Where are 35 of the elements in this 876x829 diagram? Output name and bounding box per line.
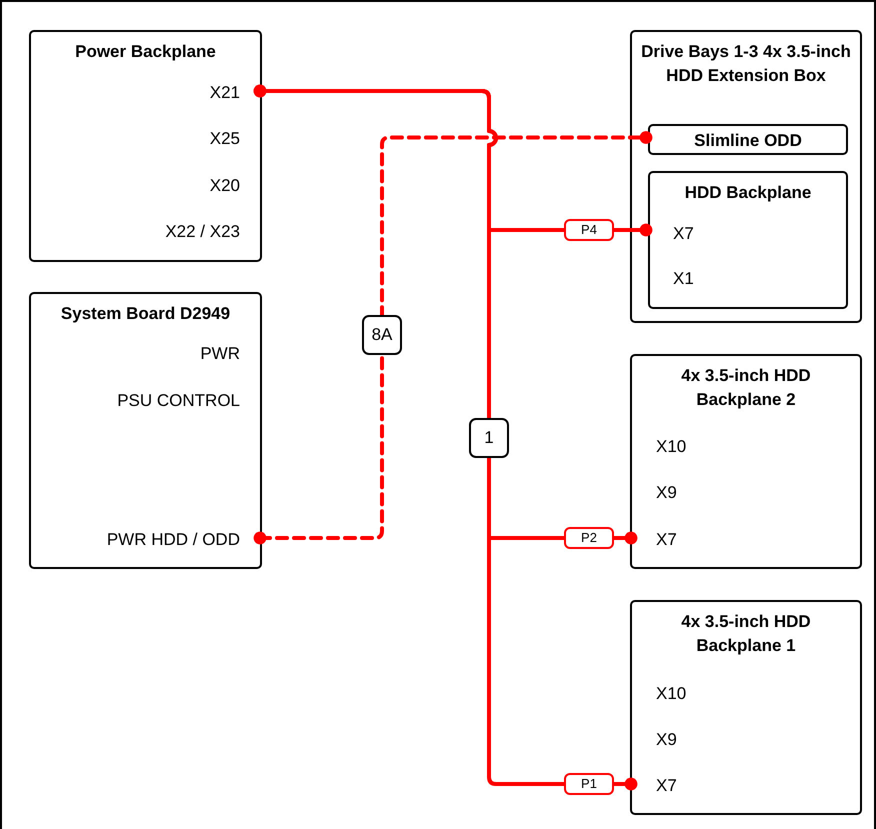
- cable-line: [254, 84, 638, 790]
- component-box: [630, 600, 862, 815]
- port-label: X7: [672, 223, 695, 245]
- port-label: X10: [655, 683, 688, 705]
- component-box: [630, 354, 862, 569]
- port-label: X10: [655, 436, 688, 458]
- port-label: X21: [208, 82, 241, 104]
- component-box: [648, 124, 848, 155]
- component-box: [29, 292, 262, 569]
- component-box: [630, 30, 862, 323]
- box-heading: System Board D2949: [60, 303, 232, 325]
- box-heading: 4x 3.5-inch HDD Backplane 2: [680, 365, 812, 411]
- port-label: PWR: [199, 343, 241, 365]
- port-label: X9: [655, 729, 678, 751]
- box-heading: Slimline ODD: [693, 130, 803, 152]
- port-label: X22 / X23: [164, 221, 241, 243]
- port-label: X7: [655, 529, 678, 551]
- component-box: [29, 30, 262, 262]
- port-label: X20: [208, 175, 241, 197]
- edge-label: P1: [564, 773, 614, 795]
- component-box: [648, 171, 848, 309]
- edge-label: 8A: [362, 315, 402, 355]
- port-label: X9: [655, 482, 678, 504]
- port-label: PWR HDD / ODD: [106, 529, 241, 551]
- box-heading: 4x 3.5-inch HDD Backplane 1: [680, 611, 812, 657]
- edge-label: P2: [564, 527, 614, 549]
- port-label: X7: [655, 775, 678, 797]
- port-label: PSU CONTROL: [116, 390, 241, 412]
- port-label: X1: [672, 268, 695, 290]
- box-heading: Drive Bays 1-3 4x 3.5-inch HDD Extension Box: [640, 41, 852, 87]
- edge-label: P4: [564, 219, 614, 241]
- box-heading: Power Backplane: [74, 41, 217, 63]
- box-heading: HDD Backplane: [684, 182, 812, 204]
- port-label: X25: [208, 128, 241, 150]
- cable-number: 1: [469, 418, 509, 458]
